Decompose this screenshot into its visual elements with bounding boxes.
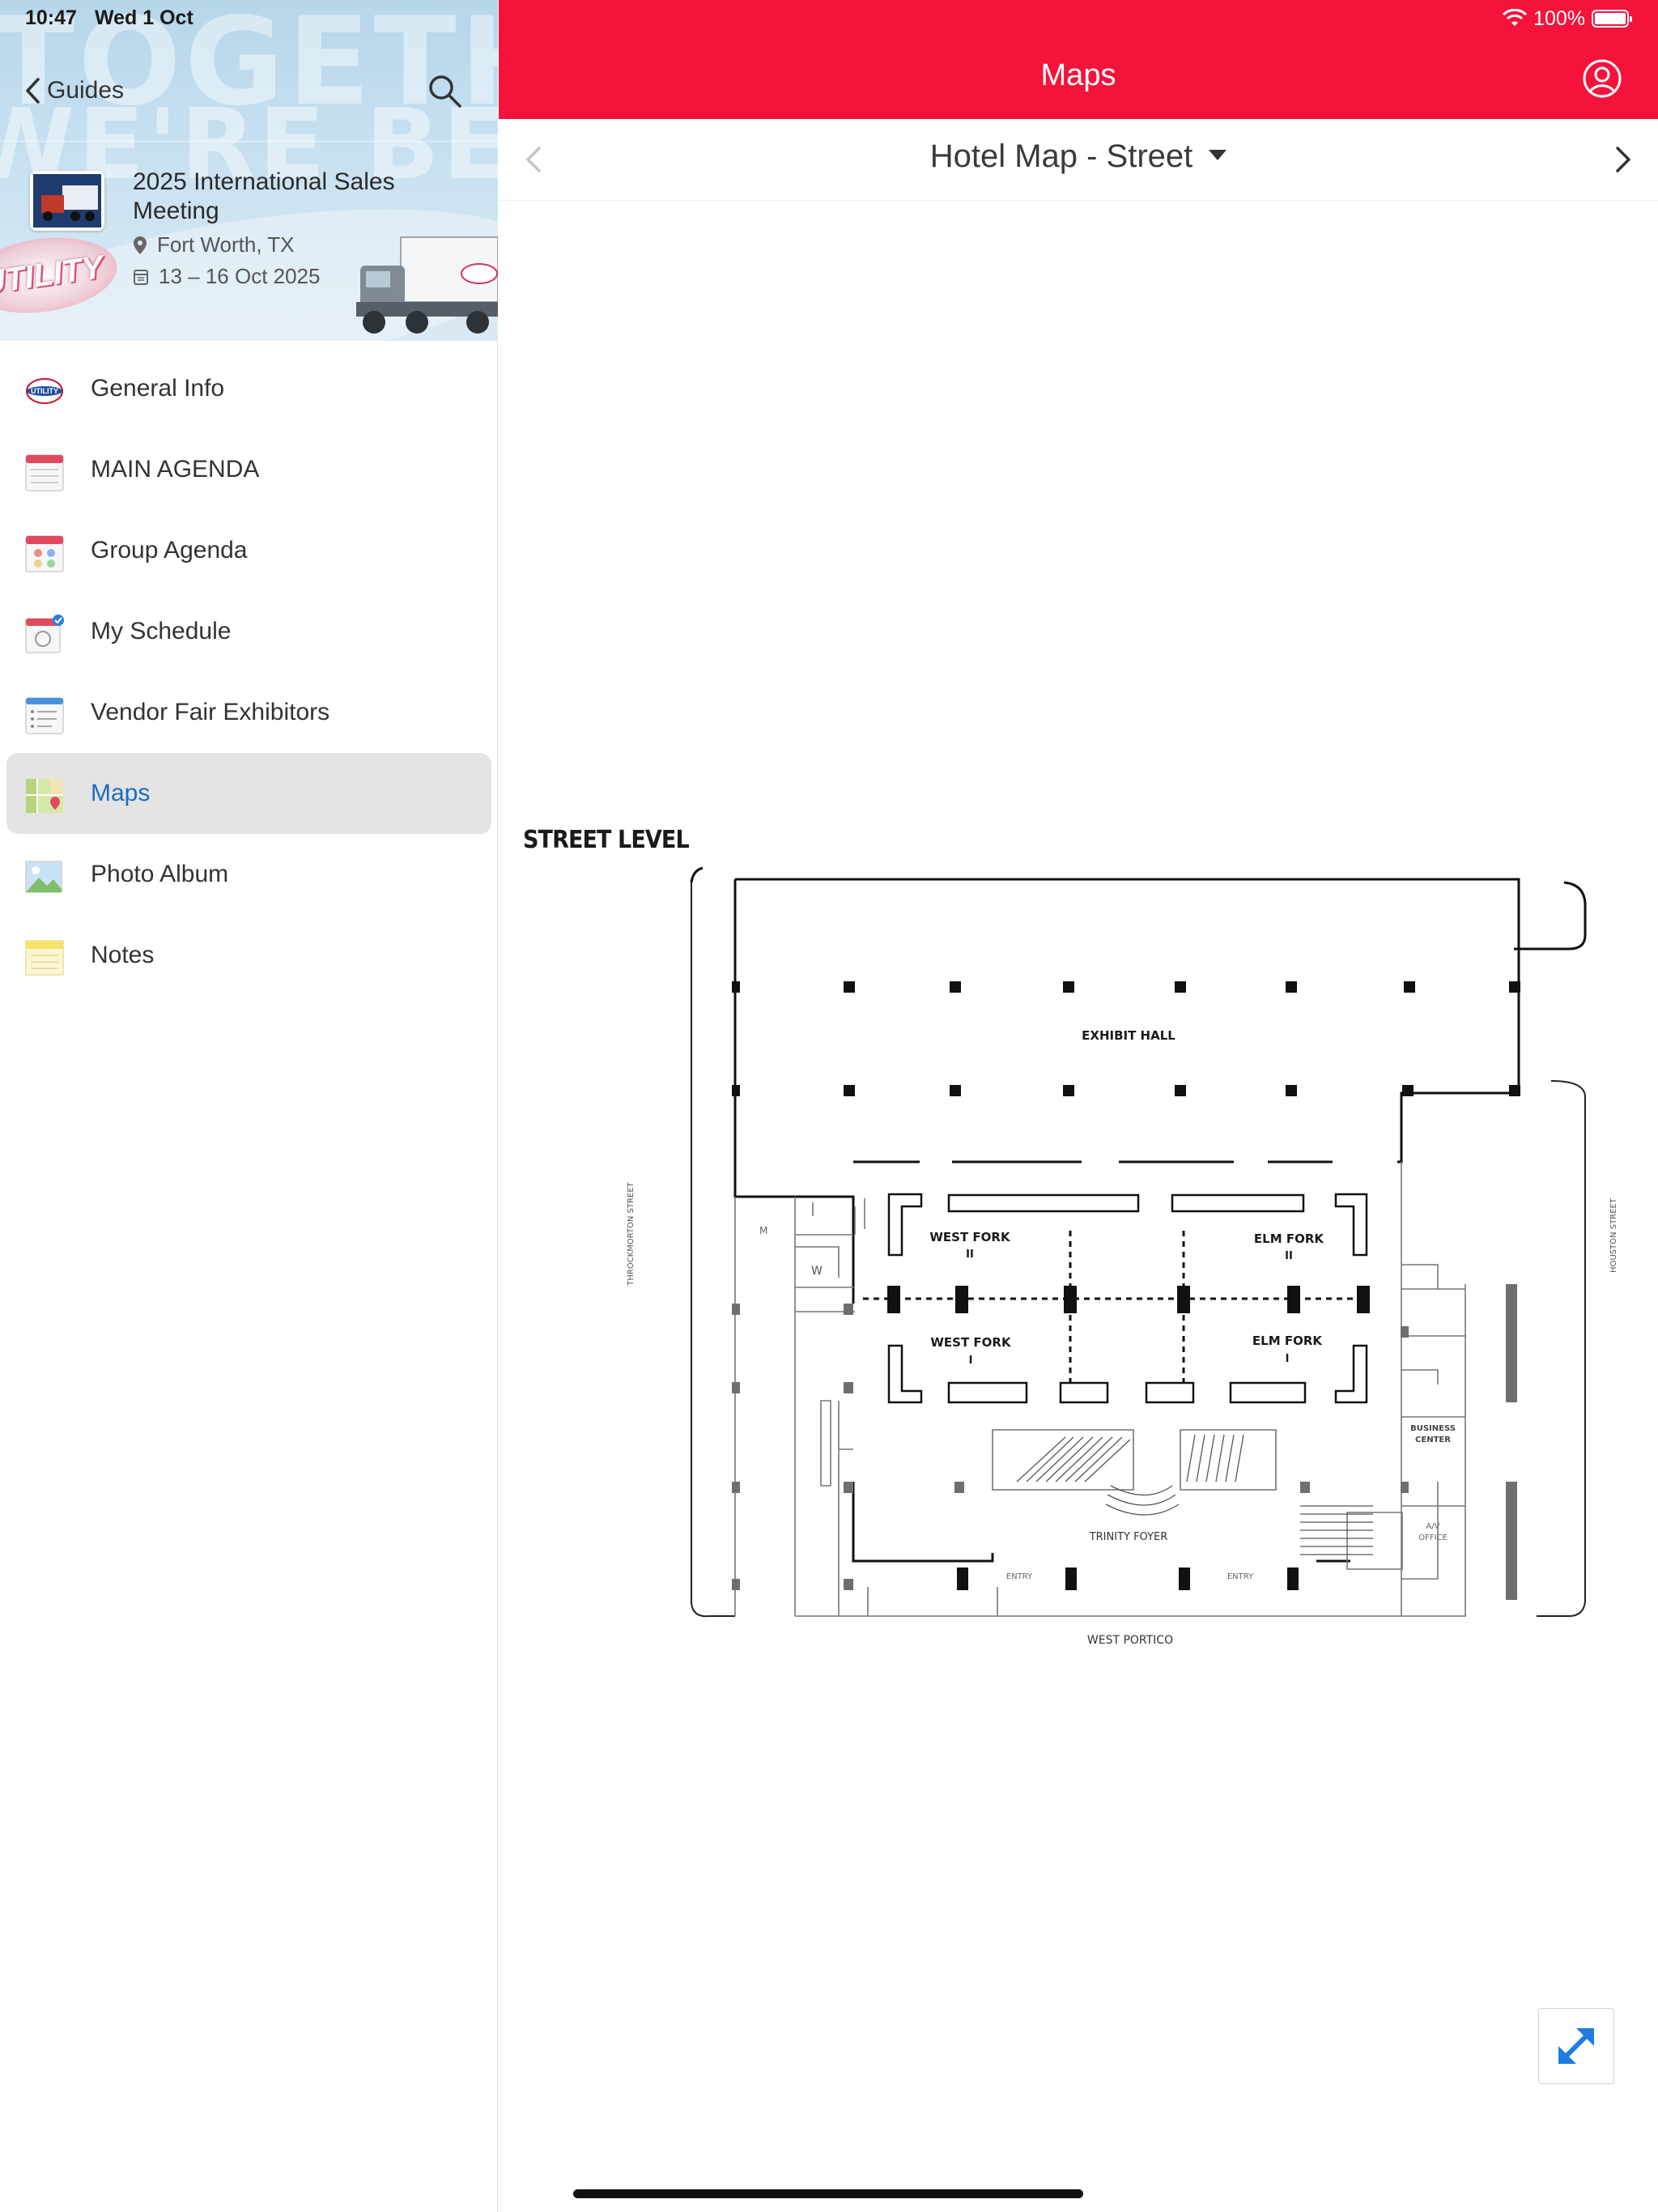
map-selector-dropdown[interactable]: Hotel Map - Street xyxy=(499,138,1658,175)
west-fork-ii-numeral: II xyxy=(966,1249,974,1261)
event-location-text: Fort Worth, TX xyxy=(157,232,295,257)
schedule-icon xyxy=(25,615,64,653)
expand-map-button[interactable] xyxy=(1538,2008,1614,2084)
battery-percent: 100% xyxy=(1533,6,1585,30)
top-bar: Maps xyxy=(499,0,1658,119)
sidebar-item-label: Photo Album xyxy=(91,861,229,887)
business-center-label-2: CENTER xyxy=(1415,1436,1451,1444)
sidebar-item-notes[interactable]: Notes xyxy=(0,915,498,996)
west-fork-ii-label: WEST FORK xyxy=(929,1230,1011,1244)
event-location: Fort Worth, TX xyxy=(133,232,295,257)
utility-logo-text: UTILITY xyxy=(0,249,106,301)
page-title: Maps xyxy=(1040,58,1116,92)
av-office-label: A/V xyxy=(1426,1522,1439,1531)
elm-fork-i-numeral: I xyxy=(1286,1353,1290,1365)
sidebar: TOGETHE WE'RE BETTE UTILITY Guides xyxy=(0,0,498,2212)
event-dates-text: 13 – 16 Oct 2025 xyxy=(159,264,321,288)
entry-left-label: ENTRY xyxy=(1006,1572,1033,1581)
map-level-title: STREET LEVEL xyxy=(523,826,690,854)
wifi-icon xyxy=(1503,9,1528,26)
event-thumbnail[interactable] xyxy=(30,171,104,231)
event-title: 2025 International Sales Meeting xyxy=(133,168,395,224)
sidebar-item-my-schedule[interactable]: My Schedule xyxy=(0,591,498,672)
header-divider xyxy=(0,141,498,142)
map-selector-label: Hotel Map - Street xyxy=(929,138,1193,174)
header-bg-word: TOGETHE xyxy=(0,0,498,133)
notes-icon xyxy=(25,940,64,976)
sidebar-item-photo-album[interactable]: Photo Album xyxy=(0,834,498,915)
west-fork-i-label: WEST FORK xyxy=(930,1335,1012,1350)
back-button[interactable]: Guides xyxy=(24,73,124,108)
caret-down-icon xyxy=(1209,149,1227,160)
sidebar-menu: UTILITY General Info MAIN AGENDA Group A… xyxy=(0,348,498,996)
search-icon[interactable] xyxy=(425,71,464,110)
map-icon xyxy=(26,779,63,813)
calendar-icon xyxy=(25,454,64,491)
chevron-left-icon[interactable] xyxy=(518,143,551,176)
photo-icon xyxy=(25,861,62,893)
elm-fork-ii-label: ELM FORK xyxy=(1254,1231,1325,1246)
exhibit-hall-label: EXHIBIT HALL xyxy=(1082,1028,1175,1043)
truck-illustration xyxy=(356,236,498,334)
location-pin-icon xyxy=(134,236,147,254)
home-indicator xyxy=(573,2189,1083,2198)
status-date: Wed 1 Oct xyxy=(95,6,193,29)
throckmorton-street-label: THROCKMORTON STREET xyxy=(627,1181,636,1286)
map-selector-bar: Hotel Map - Street xyxy=(499,119,1658,201)
profile-icon[interactable] xyxy=(1582,58,1622,99)
chevron-right-icon[interactable] xyxy=(1606,143,1639,176)
business-center-label: BUSINESS xyxy=(1410,1424,1456,1433)
sidebar-item-label: Group Agenda xyxy=(91,537,248,564)
event-thumbnail-image xyxy=(33,174,101,228)
group-calendar-icon xyxy=(25,535,64,572)
sidebar-item-label: Notes xyxy=(91,942,155,968)
list-icon xyxy=(25,697,64,734)
calendar-small-icon xyxy=(134,269,148,285)
sidebar-item-main-agenda[interactable]: MAIN AGENDA xyxy=(0,429,498,510)
sidebar-item-general-info[interactable]: UTILITY General Info xyxy=(0,348,498,429)
event-dates: 13 – 16 Oct 2025 xyxy=(133,264,320,289)
sidebar-header: TOGETHE WE'RE BETTE UTILITY Guides xyxy=(0,0,498,341)
restroom-m-label: M xyxy=(759,1225,767,1236)
back-label: Guides xyxy=(47,77,125,104)
restroom-w-label: W xyxy=(811,1265,823,1278)
trinity-foyer-label: TRINITY FOYER xyxy=(1089,1531,1168,1543)
elm-fork-ii-numeral: II xyxy=(1285,1250,1293,1262)
sidebar-item-label: General Info xyxy=(91,375,225,402)
sidebar-item-label: Maps xyxy=(91,780,151,806)
sidebar-item-label: Vendor Fair Exhibitors xyxy=(91,699,330,725)
elm-fork-i-label: ELM FORK xyxy=(1252,1334,1324,1348)
floor-plan-map[interactable]: STREET LEVEL xyxy=(499,769,1658,1708)
utility-logo-icon: UTILITY xyxy=(26,378,63,404)
houston-street-label: HOUSTON STREET xyxy=(1609,1197,1618,1273)
chevron-left-icon xyxy=(26,78,40,104)
floor-plan-drawing: EXHIBIT HALL WEST FORK II ELM FORK II WE… xyxy=(627,866,1618,1647)
sidebar-item-maps[interactable]: Maps xyxy=(0,753,498,834)
status-time: 10:47 xyxy=(25,6,77,29)
west-portico-label: WEST PORTICO xyxy=(1087,1634,1173,1647)
svg-text:UTILITY: UTILITY xyxy=(31,387,58,395)
sidebar-item-label: MAIN AGENDA xyxy=(91,456,260,483)
entry-right-label: ENTRY xyxy=(1227,1572,1254,1581)
av-office-label-2: OFFICE xyxy=(1418,1534,1448,1542)
expand-arrows-icon xyxy=(1558,2028,1594,2064)
sidebar-item-label: My Schedule xyxy=(91,618,232,644)
battery-icon xyxy=(1592,10,1632,28)
status-indicators: 100% xyxy=(1503,6,1632,31)
sidebar-item-vendor-fair-exhibitors[interactable]: Vendor Fair Exhibitors xyxy=(0,672,498,753)
sidebar-item-group-agenda[interactable]: Group Agenda xyxy=(0,510,498,591)
west-fork-i-numeral: I xyxy=(969,1355,973,1367)
